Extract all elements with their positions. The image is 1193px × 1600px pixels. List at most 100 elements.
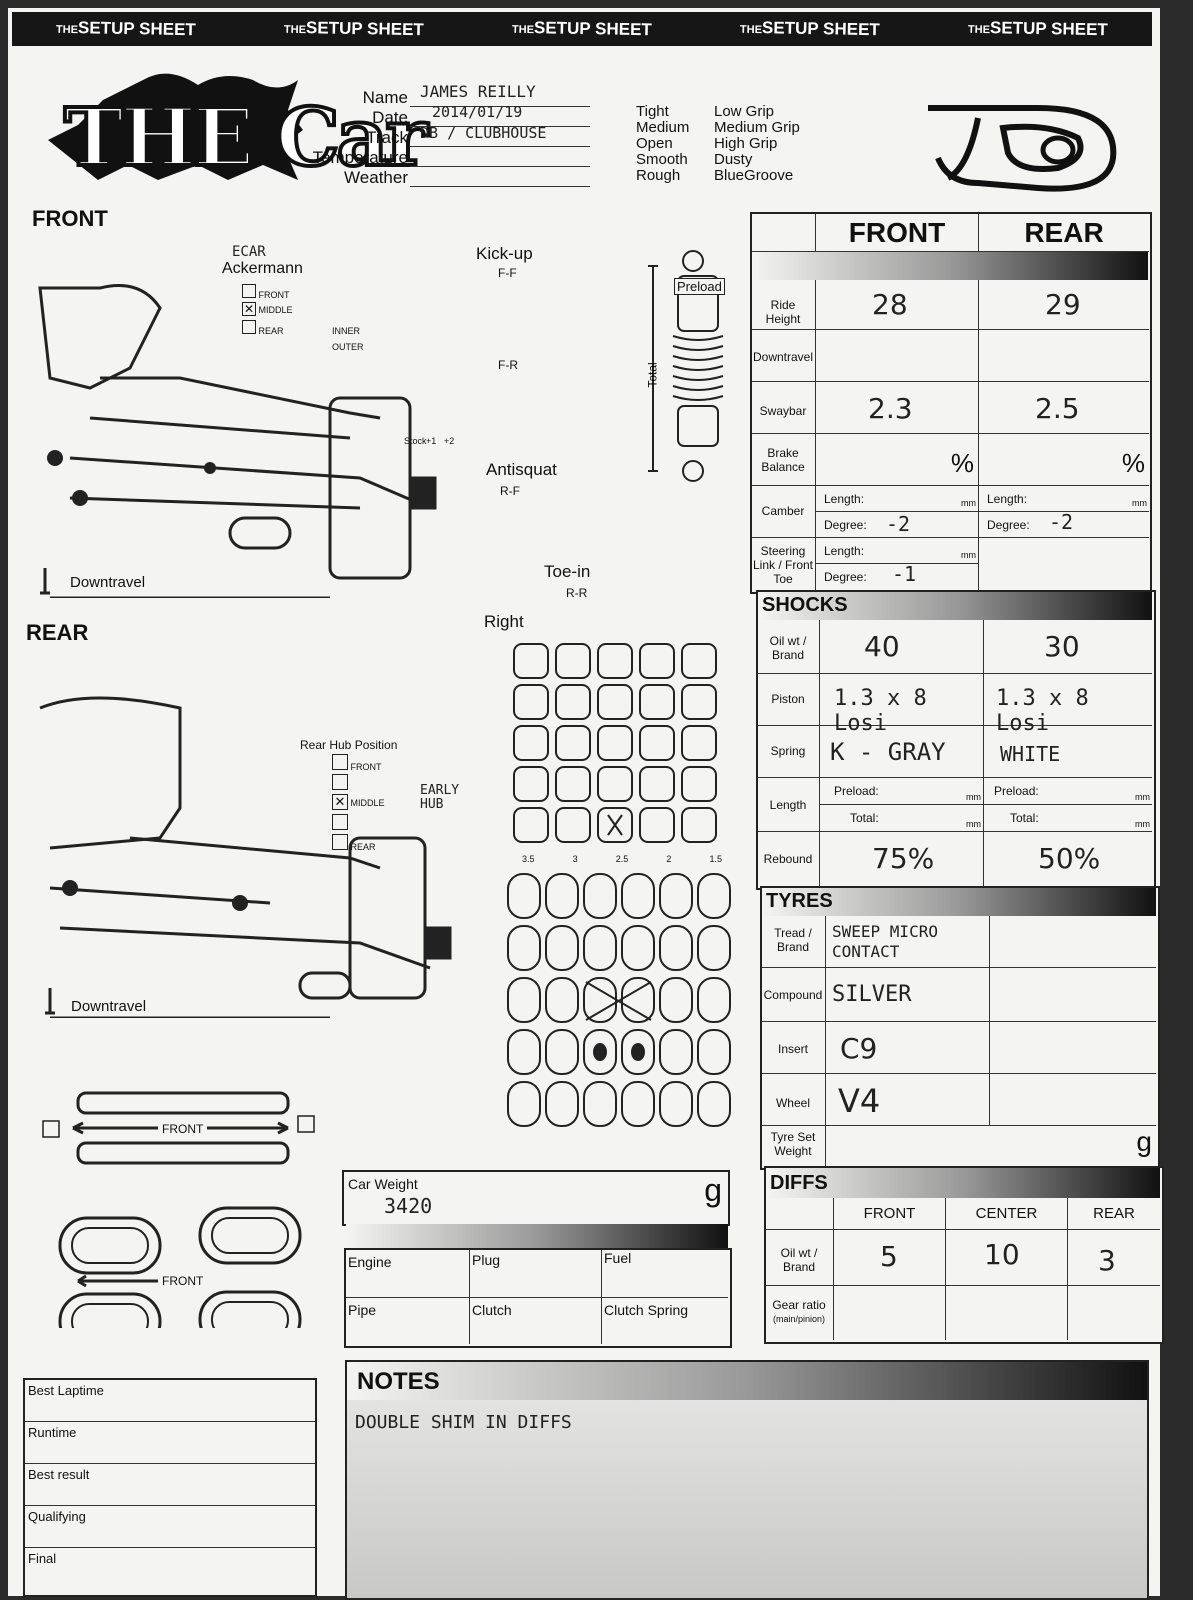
front-suspension-drawing-icon: [38, 284, 437, 598]
spring-rear[interactable]: WHITE: [1000, 742, 1061, 766]
gear-center[interactable]: [946, 1286, 1068, 1340]
diff-oil-center[interactable]: 10: [984, 1238, 1020, 1271]
rear-downtravel-label: Downtravel: [71, 998, 147, 1015]
hub-note: EARLY HUB: [420, 783, 460, 812]
plug-label: Plug: [472, 1252, 501, 1268]
plus2-label: +2: [444, 436, 455, 446]
piston-front[interactable]: 1.3 x 8 Losi: [834, 686, 927, 736]
shock-oil-front[interactable]: 40: [864, 630, 900, 663]
rebound-front[interactable]: 75%: [872, 842, 935, 875]
main-setup-table: FRONT REAR Ride Height 28 29 Downtravel …: [750, 212, 1152, 594]
total-label: Total: [645, 362, 660, 388]
hub-options[interactable]: FRONT ✕ MIDDLE REAR: [332, 754, 385, 854]
tyres-title: TYRES: [766, 890, 833, 912]
shock-oil-rear[interactable]: 30: [1044, 630, 1080, 663]
toe-grid[interactable]: [512, 642, 722, 852]
ride-height-front[interactable]: 28: [872, 288, 908, 321]
compound-rear[interactable]: [990, 968, 1156, 1022]
toe-front-degree[interactable]: -1: [892, 562, 917, 586]
rebound-rear[interactable]: 50%: [1038, 842, 1101, 875]
brake-front-unit: %: [950, 448, 974, 478]
insert-value[interactable]: C9: [840, 1032, 878, 1065]
ride-height-label: Ride Height: [765, 298, 801, 326]
results-table: Best Laptime Runtime Best result Qualify…: [23, 1378, 317, 1597]
insert-grid-icon[interactable]: [506, 872, 736, 1142]
diff-oil-front[interactable]: 5: [880, 1240, 898, 1273]
brake-balance-label: Brake Balance: [761, 446, 805, 474]
best-result-label[interactable]: Best result: [25, 1464, 315, 1506]
runtime-label[interactable]: Runtime: [25, 1422, 315, 1464]
shock-drawing-icon: [648, 250, 724, 482]
notes-box[interactable]: NOTES DOUBLE SHIM IN DIFFS: [345, 1360, 1149, 1600]
tread-rear[interactable]: [990, 916, 1156, 968]
downtravel-front[interactable]: [816, 330, 979, 382]
spring-label: Spring: [770, 744, 806, 758]
engine-table: Engine Plug Fuel Pipe Clutch Clutch Spri…: [344, 1248, 732, 1348]
track-value[interactable]: DB / CLUBHOUSE: [420, 124, 547, 142]
front-header: FRONT: [816, 214, 979, 252]
swaybar-front[interactable]: 2.3: [868, 392, 913, 425]
ackermann-options[interactable]: FRONT ✕ MIDDLE REAR: [242, 284, 293, 338]
car-weight-box[interactable]: Car Weight 3420 g: [342, 1170, 730, 1226]
thecar-logo-icon: [48, 73, 303, 180]
right-label: Right: [484, 612, 524, 631]
name-value[interactable]: JAMES REILLY: [420, 82, 536, 101]
rebound-label: Rebound: [763, 852, 813, 866]
steering-rear[interactable]: [979, 538, 1149, 590]
antisquat-label: Antisquat: [486, 460, 557, 479]
qualifying-label[interactable]: Qualifying: [25, 1506, 315, 1548]
gear-front[interactable]: [834, 1286, 946, 1340]
diff-oil-label: Oil wt / Brand: [780, 1246, 818, 1274]
fr-label: F-R: [498, 358, 518, 372]
diff-col-center: CENTER: [946, 1198, 1068, 1230]
diff-oil-rear[interactable]: 3: [1098, 1244, 1116, 1277]
setup-sheet: THESETUP SHEET THESETUP SHEET THESETUP S…: [8, 8, 1164, 1600]
diffs-title: DIFFS: [770, 1172, 828, 1194]
clutch-spring-label: Clutch Spring: [604, 1302, 689, 1318]
wheel-value[interactable]: V4: [838, 1082, 881, 1120]
shocks-title: SHOCKS: [762, 594, 848, 616]
notes-text[interactable]: DOUBLE SHIM IN DIFFS: [355, 1412, 572, 1433]
banner-title: THESETUP SHEET: [739, 18, 881, 40]
swaybar-label: Swaybar: [759, 404, 807, 418]
wheel-rear[interactable]: [990, 1074, 1156, 1126]
front-section-title: FRONT: [32, 206, 108, 231]
clutch-label: Clutch: [472, 1302, 512, 1318]
diff-col-front: FRONT: [834, 1198, 946, 1230]
tyre-weight-unit: g: [1136, 1126, 1152, 1157]
length-label: Length: [769, 798, 807, 812]
insert-rear[interactable]: [990, 1022, 1156, 1074]
rf-label: R-F: [500, 484, 520, 498]
camber-rear-degree[interactable]: -2: [1049, 510, 1074, 534]
rear-section-title: REAR: [26, 620, 89, 645]
banner-title: THESETUP SHEET: [55, 18, 197, 40]
downtravel-rear[interactable]: [979, 330, 1149, 382]
compound-value[interactable]: SILVER: [832, 982, 912, 1007]
toein-label: Toe-in: [544, 562, 591, 581]
tread-value[interactable]: SWEEP MICRO CONTACT: [832, 922, 938, 961]
front-arrow-label: FRONT: [158, 1122, 208, 1136]
gear-rear[interactable]: [1068, 1286, 1160, 1340]
ride-height-rear[interactable]: 29: [1045, 288, 1081, 321]
front-downtravel-label: Downtravel: [70, 574, 146, 591]
banner-title: THESETUP SHEET: [967, 18, 1109, 40]
engine-label: Engine: [348, 1254, 392, 1270]
camber-label: Camber: [761, 504, 805, 518]
fuel-label: Fuel: [604, 1250, 632, 1266]
spring-front[interactable]: K - GRAY: [830, 738, 946, 766]
car-weight-value[interactable]: 3420: [384, 1194, 433, 1218]
diff-col-rear: REAR: [1068, 1198, 1160, 1230]
rr-label: R-R: [566, 586, 588, 600]
best-laptime-label[interactable]: Best Laptime: [25, 1380, 315, 1422]
camber-front-degree[interactable]: -2: [886, 512, 911, 536]
piston-rear[interactable]: 1.3 x 8 Losi: [996, 686, 1089, 736]
preload-label: Preload: [674, 278, 725, 295]
diffs-table: DIFFS FRONT CENTER REAR Oil wt / Brand 5…: [764, 1166, 1164, 1344]
compound-label: Compound: [763, 988, 823, 1002]
swaybar-rear[interactable]: 2.5: [1035, 392, 1080, 425]
final-label[interactable]: Final: [28, 1551, 57, 1566]
car-weight-unit: g: [704, 1172, 722, 1208]
date-value[interactable]: 2014/01/19: [432, 103, 523, 121]
